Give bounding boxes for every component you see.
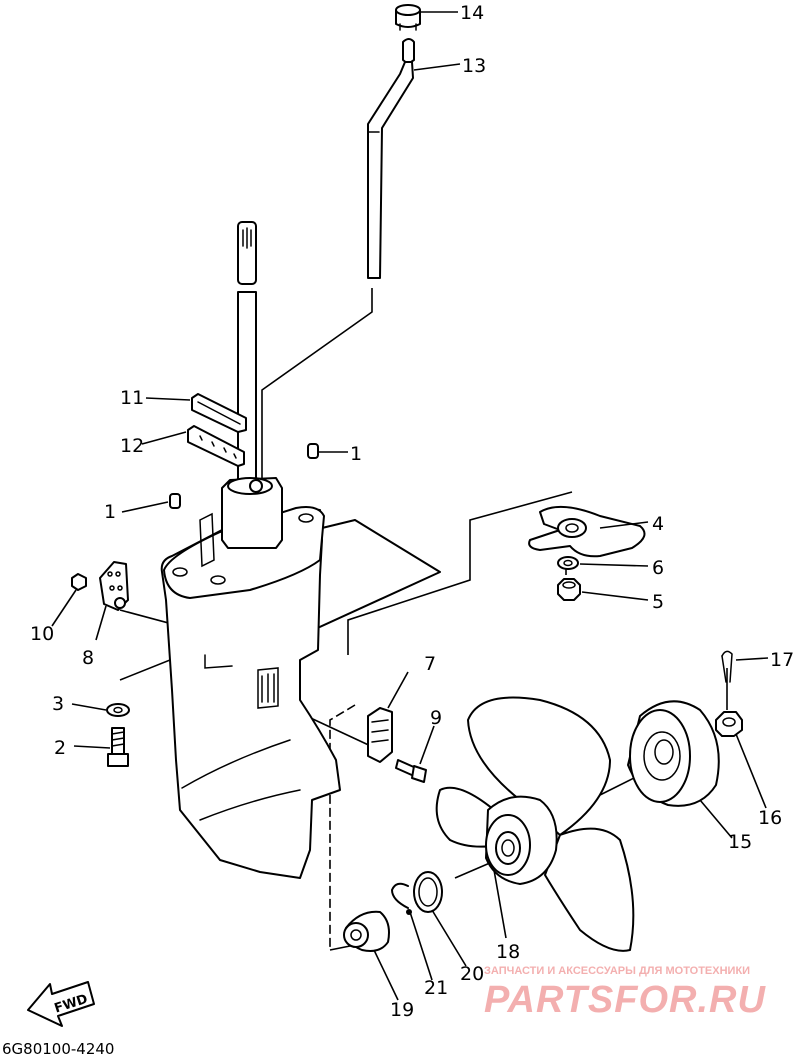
callout-16: 16	[758, 807, 782, 829]
callout-6: 6	[652, 557, 664, 579]
part-18-propeller[interactable]	[435, 696, 635, 952]
callout-17: 17	[770, 649, 794, 671]
part-7-cover-plate[interactable]	[367, 707, 393, 763]
part-12-plate[interactable]	[187, 425, 245, 467]
callout-5: 5	[652, 591, 664, 613]
part-4-trim-tab[interactable]	[528, 505, 646, 558]
part-15-spacer[interactable]	[627, 700, 720, 807]
callout-18: 18	[496, 941, 520, 963]
callout-3: 3	[52, 693, 64, 715]
part-14-grommet[interactable]	[395, 4, 421, 31]
callout-15: 15	[728, 831, 752, 853]
callout-20: 20	[460, 963, 484, 985]
part-6-washer[interactable]	[557, 556, 579, 570]
part-11-plate[interactable]	[191, 393, 247, 433]
callout-11: 11	[120, 387, 144, 409]
callout-14: 14	[460, 2, 484, 24]
part-8-anode[interactable]	[99, 561, 129, 611]
diagram-code: 6G80100-4240	[2, 1040, 114, 1057]
callout-19: 19	[390, 999, 414, 1021]
callout-8: 8	[82, 647, 94, 669]
callout-1-left: 1	[104, 501, 116, 523]
assembly-leader-lines	[119, 288, 728, 951]
callout-4: 4	[652, 513, 664, 535]
watermark-logo: PARTSFOR.RU	[484, 979, 766, 1021]
watermark: ЗАПЧАСТИ И АКСЕССУАРЫ ДЛЯ МОТОТЕХНИКИ PA…	[484, 965, 766, 1021]
callout-13: 13	[462, 55, 486, 77]
part-5-nut[interactable]	[557, 578, 581, 601]
callout-2: 2	[54, 737, 66, 759]
callout-7: 7	[424, 653, 436, 675]
part-1-dowel-pin-right[interactable]	[307, 443, 319, 459]
callout-leader-lines	[51, 11, 769, 1001]
callout-10: 10	[30, 623, 54, 645]
watermark-tagline: ЗАПЧАСТИ И АКСЕССУАРЫ ДЛЯ МОТОТЕХНИКИ	[484, 965, 750, 977]
part-3-washer[interactable]	[106, 703, 130, 717]
callout-21: 21	[424, 977, 448, 999]
callout-labels: 14 13 11 12 1 1 4 6 5 10 8 3 2 7 9 17 16…	[30, 2, 794, 1021]
part-20-snap-ring[interactable]	[413, 871, 443, 913]
part-21-circlip[interactable]	[391, 882, 412, 915]
part-13-shift-rod[interactable]	[367, 38, 415, 279]
part-2-bolt[interactable]	[107, 727, 129, 767]
drive-shaft	[237, 221, 257, 493]
part-16-nut[interactable]	[715, 711, 743, 737]
part-19-oil-seal[interactable]	[343, 910, 390, 952]
callout-9: 9	[430, 707, 442, 729]
part-9-screw[interactable]	[395, 759, 427, 783]
callout-12: 12	[120, 435, 144, 457]
fwd-arrow: FWD	[27, 981, 95, 1027]
part-10-bolt[interactable]	[71, 573, 87, 591]
part-17-cotter-pin[interactable]	[721, 650, 733, 683]
callout-1-right: 1	[350, 443, 362, 465]
part-1-dowel-pin-left[interactable]	[169, 493, 181, 509]
lower-casing	[160, 477, 441, 879]
